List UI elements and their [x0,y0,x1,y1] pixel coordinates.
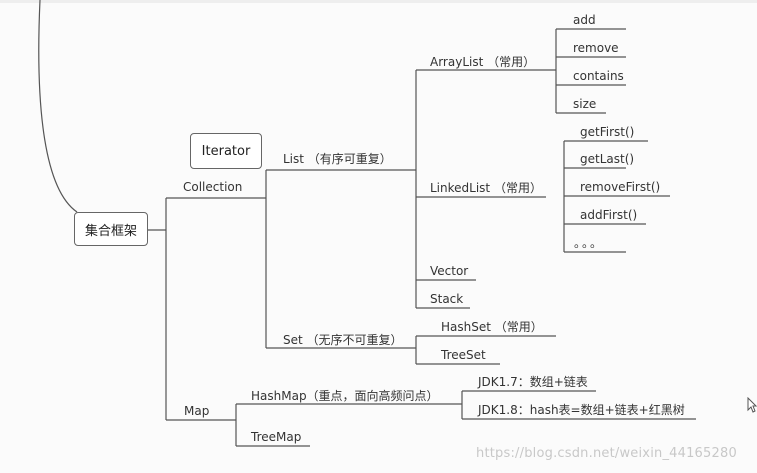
linkedlist-method-more[interactable]: 。。。 [574,236,605,250]
iterator-node[interactable]: Iterator [190,133,262,169]
iterator-node-label: Iterator [201,143,251,159]
watermark: https://blog.csdn.net/weixin_44165280 [476,446,737,461]
hashset-node[interactable]: HashSet （常用） [441,320,543,334]
hashmap-note-jdk18[interactable]: JDK1.8：hash表=数组+链表+红黑树 [478,403,685,417]
arraylist-method-size[interactable]: size [573,97,597,111]
arraylist-method-remove[interactable]: remove [573,41,619,55]
arraylist-method-contains[interactable]: contains [573,69,624,83]
mouse-cursor-icon [747,397,757,413]
stack-node[interactable]: Stack [430,292,464,306]
linkedlist-method-getlast[interactable]: getLast() [580,152,635,166]
treemap-node[interactable]: TreeMap [251,430,302,444]
linkedlist-method-removefirst[interactable]: removeFirst() [580,180,661,194]
linkedlist-method-getfirst[interactable]: getFirst() [580,125,635,139]
collection-node[interactable]: Collection [183,180,243,194]
arraylist-method-add[interactable]: add [573,13,596,27]
list-node[interactable]: List （有序可重复） [283,152,392,166]
top-edge [0,0,757,3]
set-node[interactable]: Set （无序不可重复） [283,333,403,347]
hashmap-note-jdk17[interactable]: JDK1.7：数组+链表 [478,375,588,389]
map-node[interactable]: Map [184,404,210,418]
treeset-node[interactable]: TreeSet [441,348,486,362]
vector-node[interactable]: Vector [430,264,469,278]
root-node[interactable]: 集合框架 [74,212,148,246]
hashmap-node[interactable]: HashMap（重点，面向高频问点） [251,389,439,403]
root-node-label: 集合框架 [84,223,137,239]
arraylist-node[interactable]: ArrayList （常用） [430,55,536,69]
linkedlist-node[interactable]: LinkedList （常用） [430,181,542,195]
linkedlist-method-addfirst[interactable]: addFirst() [580,208,638,222]
